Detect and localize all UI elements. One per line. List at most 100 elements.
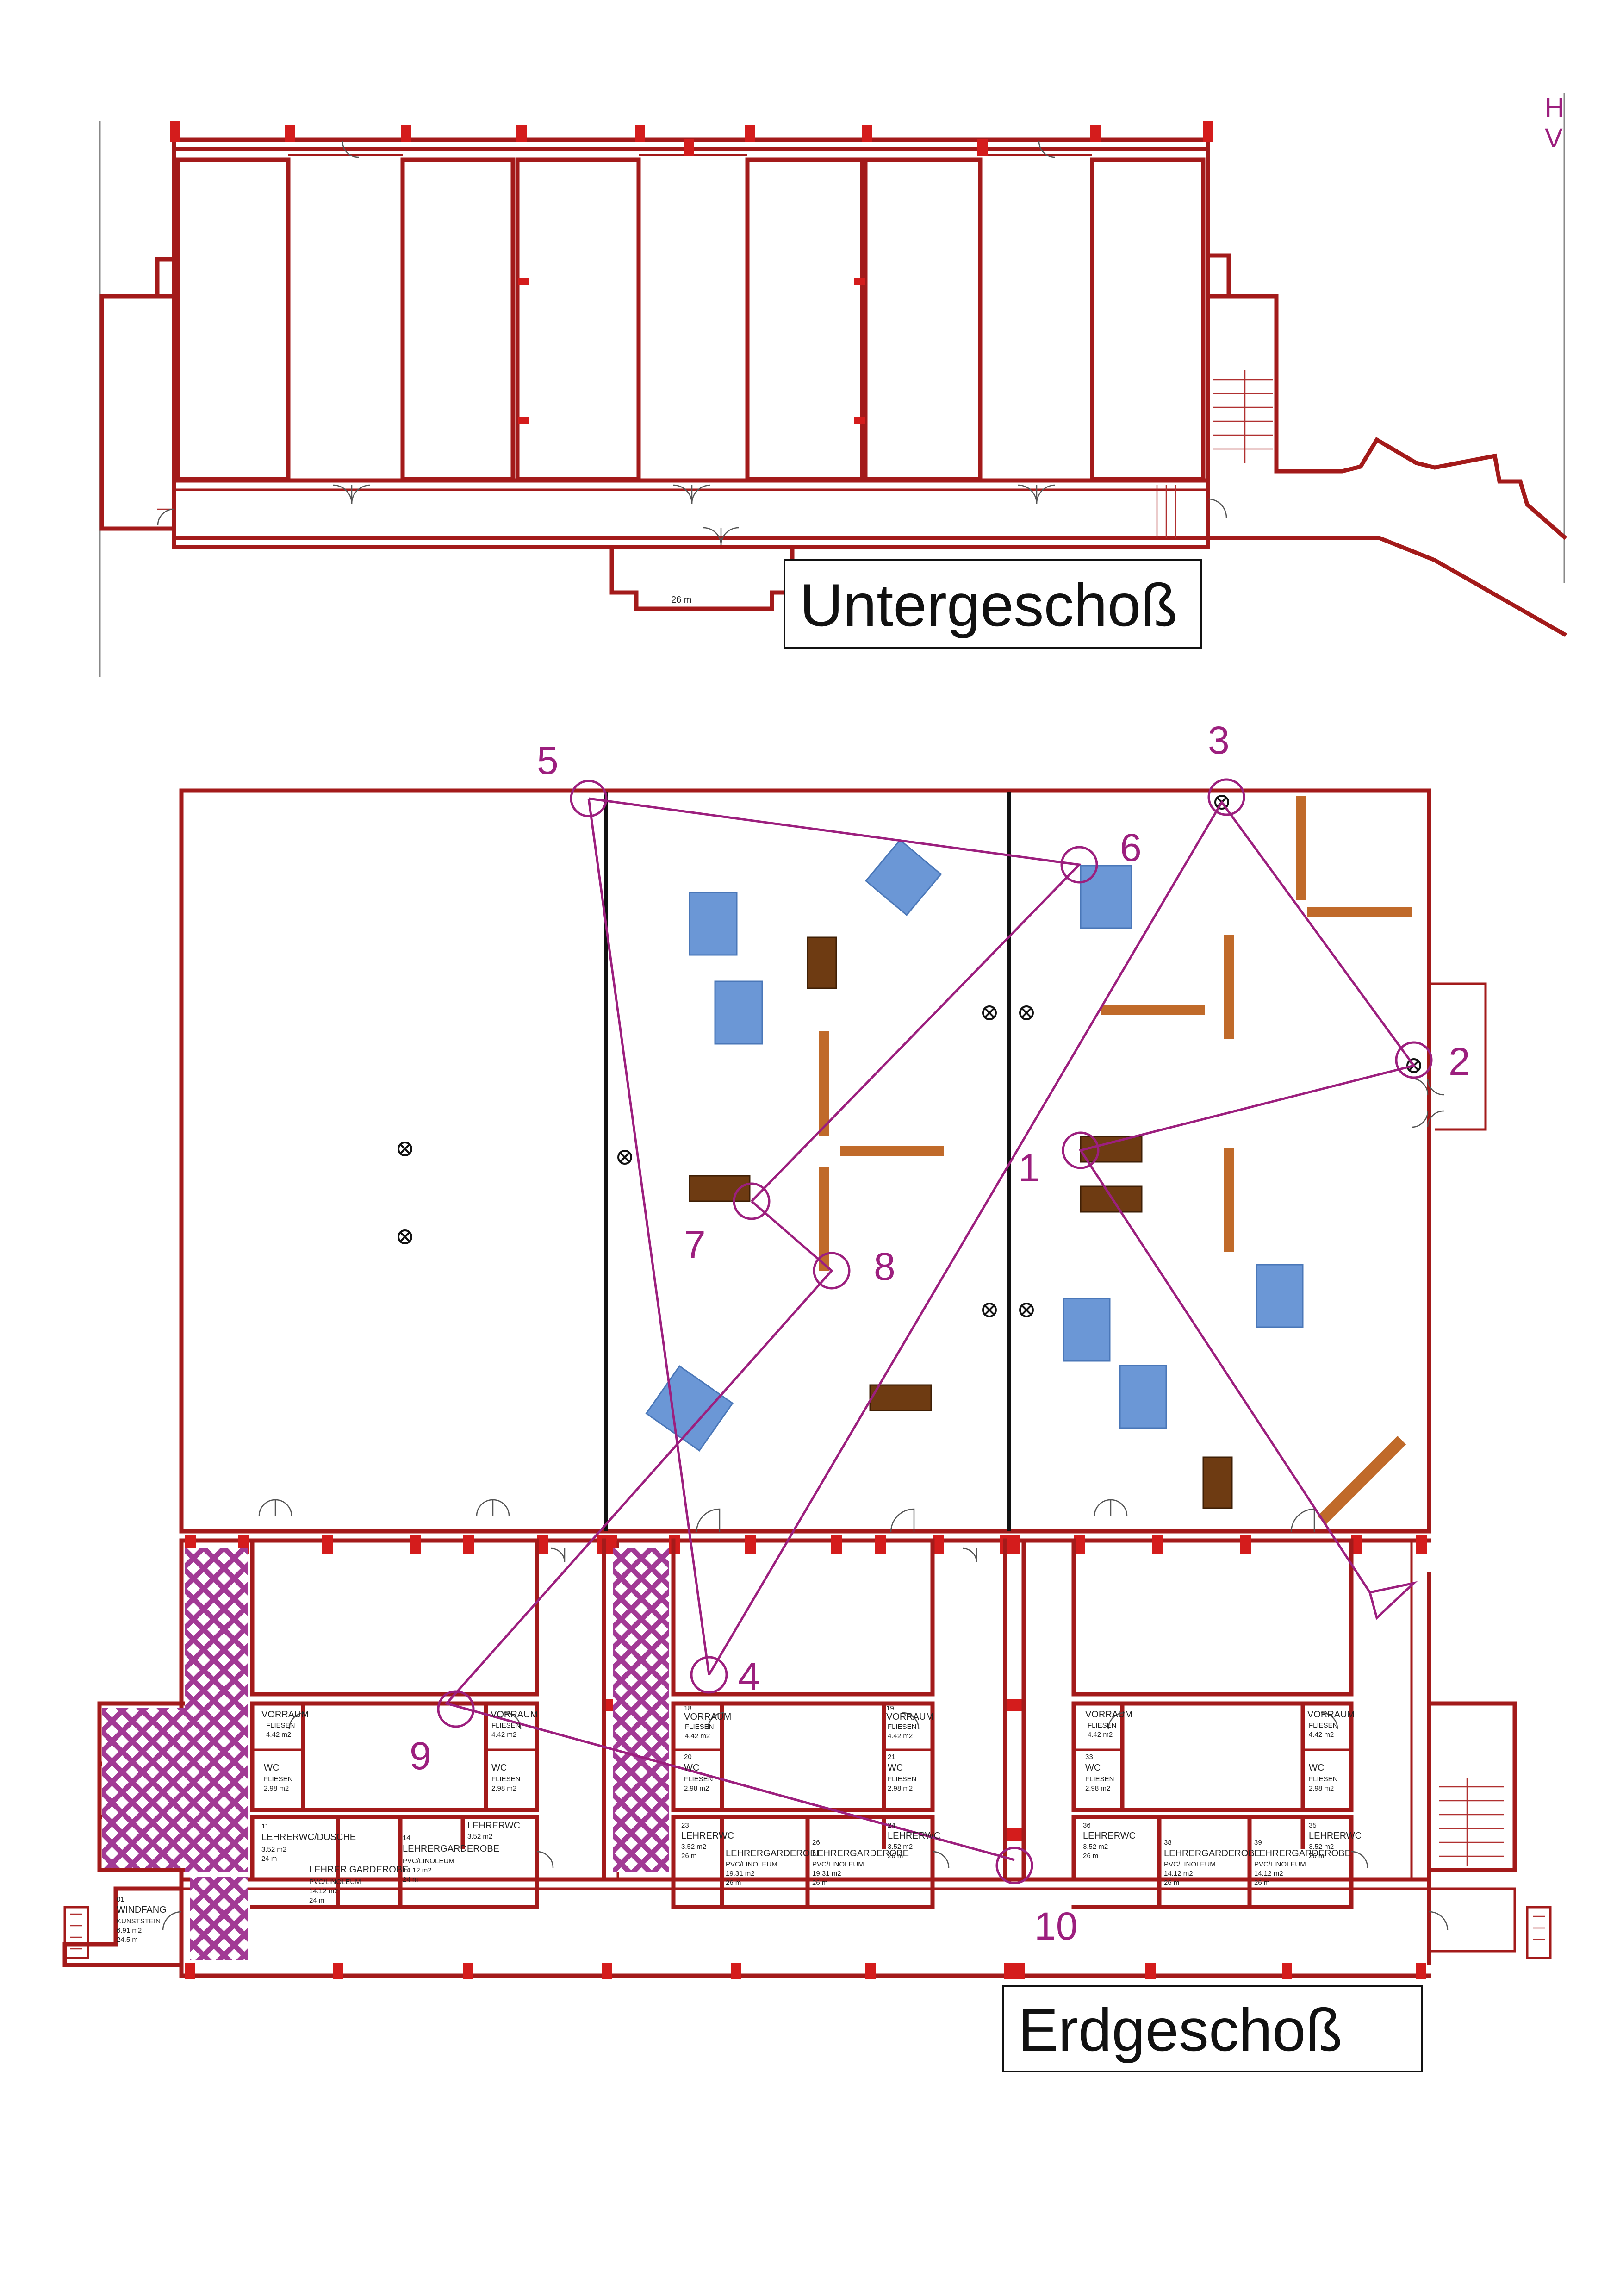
room-labels-unit-3: VORRAUM FLIESEN 4.42 m2 33 WC FLIESEN 2.…: [1083, 1710, 1362, 1887]
room-label: FLIESEN: [491, 1722, 521, 1729]
room-label: 2.98 m2: [491, 1784, 516, 1792]
ground-label-box: [1002, 1985, 1423, 2072]
boxes: [689, 936, 1233, 1509]
checkpoint-3[interactable]: [1207, 778, 1245, 816]
basement-doors: [157, 141, 1227, 546]
room-label: FLIESEN: [491, 1775, 521, 1783]
room-label: 26 m: [888, 1852, 903, 1860]
room-label: LEHRERGARDEROBE: [403, 1844, 499, 1854]
room-label: 33: [1085, 1753, 1093, 1761]
room-label: 14.12 m2: [309, 1887, 338, 1895]
room-label: 3.52 m2: [467, 1833, 492, 1841]
room-label: WINDFANG: [117, 1905, 167, 1915]
checkpoint-1-label: 1: [1018, 1146, 1040, 1190]
checkpoint-6[interactable]: [1060, 846, 1098, 884]
room-label: LEHRERWC: [467, 1821, 520, 1831]
checkpoint-9[interactable]: [437, 1690, 475, 1728]
room-label: 24 m: [403, 1876, 418, 1884]
room-label: FLIESEN: [684, 1775, 713, 1783]
blocked-area-middle: [613, 1548, 669, 1872]
room-label: 26 m: [1254, 1879, 1269, 1887]
basement-plan: 26 m H V Untergeschoß: [99, 93, 1567, 677]
room-label: FLIESEN: [888, 1723, 917, 1731]
checkpoint-10[interactable]: [995, 1847, 1033, 1884]
room-label: LEHRERGARDEROBE: [1164, 1848, 1261, 1859]
obstacles: [819, 796, 1412, 1525]
room-label: 26 m: [1164, 1879, 1179, 1887]
checkpoint-5[interactable]: [570, 780, 608, 817]
checkpoint-4-label: 4: [738, 1654, 760, 1698]
pillars-bottom: [185, 1699, 1426, 1979]
room-label: 19.31 m2: [812, 1870, 841, 1878]
room-label: PVC/LINOLEUM: [1164, 1860, 1216, 1868]
room-label: 19: [886, 1704, 894, 1712]
room-label: 01: [117, 1896, 124, 1903]
room-label: 2.98 m2: [264, 1784, 289, 1792]
room-labels-windfang: 01 WINDFANG KUNSTSTEIN 6.91 m2 24.5 m: [117, 1896, 167, 1944]
room-label: 2.98 m2: [1085, 1784, 1110, 1792]
room-label: 3.52 m2: [1083, 1843, 1108, 1851]
room-label: KUNSTSTEIN: [117, 1917, 161, 1925]
room-label: 3.52 m2: [681, 1843, 706, 1851]
room-label: 24: [888, 1822, 895, 1829]
checkpoint-9-label: 9: [410, 1734, 431, 1778]
room-label: 24 m: [261, 1855, 277, 1863]
room-label: 26 m: [812, 1879, 827, 1887]
room-labels-unit-1: VORRAUM FLIESEN 4.42 m2 WC FLIESEN 2.98 …: [261, 1710, 538, 1904]
room-label: 39: [1254, 1839, 1262, 1847]
room-label: WC: [684, 1763, 699, 1773]
room-label: 4.42 m2: [266, 1731, 291, 1739]
blocked-area-annex: [102, 1708, 187, 1868]
right-annex: [1427, 1701, 1552, 1959]
mats: [645, 839, 1304, 1452]
room-label: 26: [812, 1839, 820, 1847]
room-label: 3.52 m2: [1309, 1843, 1334, 1851]
room-label: VORRAUM: [261, 1710, 309, 1720]
ground-floor-plan: 1 2 3 4 5 6 7 8 9 10 VORRAUM FLIESEN 4.4…: [62, 718, 1552, 2072]
corner-text-2: V: [1545, 123, 1563, 153]
room-label: 24 m: [309, 1897, 324, 1904]
room-label: LEHRERWC: [888, 1831, 940, 1841]
room-label: 2.98 m2: [888, 1784, 913, 1792]
checkpoint-6-label: 6: [1120, 826, 1142, 869]
room-label: FLIESEN: [1085, 1775, 1114, 1783]
room-label: LEHRER GARDEROBE: [309, 1865, 409, 1875]
checkpoint-5-label: 5: [537, 739, 559, 782]
room-label: VORRAUM: [684, 1712, 731, 1722]
checkpoint-7-label: 7: [684, 1223, 706, 1267]
room-label: WC: [491, 1763, 507, 1773]
checkpoint-8[interactable]: [813, 1252, 851, 1290]
checkpoint-7[interactable]: [733, 1182, 771, 1220]
room-label: 26 m: [726, 1879, 741, 1887]
marker-icon: [982, 1303, 997, 1317]
checkpoint-1[interactable]: [1062, 1131, 1100, 1169]
room-label: PVC/LINOLEUM: [1254, 1860, 1306, 1868]
marker-icon: [398, 1229, 412, 1244]
room-label: VORRAUM: [886, 1712, 933, 1722]
basement-stair: [1213, 370, 1273, 463]
checkpoint-2[interactable]: [1395, 1041, 1433, 1079]
room-label: 4.42 m2: [1309, 1731, 1334, 1739]
pillars-top: [185, 1535, 1427, 1554]
room-label: FLIESEN: [1309, 1775, 1338, 1783]
blocked-area-left-lower: [190, 1877, 248, 1960]
room-label: WC: [888, 1763, 903, 1773]
room-label: 4.42 m2: [491, 1731, 516, 1739]
marker-icon: [617, 1150, 632, 1165]
room-label: FLIESEN: [266, 1722, 295, 1729]
room-label: 4.42 m2: [888, 1732, 913, 1740]
room-label: 6.91 m2: [117, 1927, 142, 1934]
room-label: 26 m: [1083, 1852, 1098, 1860]
room-label: 23: [681, 1822, 689, 1829]
checkpoint-4[interactable]: [690, 1656, 728, 1694]
room-label: 3.52 m2: [888, 1843, 913, 1851]
room-label: WC: [264, 1763, 279, 1773]
checkpoints: [437, 778, 1433, 1884]
blocked-area-left: [185, 1548, 248, 1872]
gym-hall: [179, 788, 1431, 1534]
checkpoint-8-label: 8: [874, 1245, 895, 1288]
room-label: WC: [1309, 1763, 1324, 1773]
room-label: LEHRERGARDEROBE: [1254, 1848, 1351, 1859]
checkpoint-labels: 1 2 3 4 5 6 7 8 9 10: [410, 718, 1470, 1948]
